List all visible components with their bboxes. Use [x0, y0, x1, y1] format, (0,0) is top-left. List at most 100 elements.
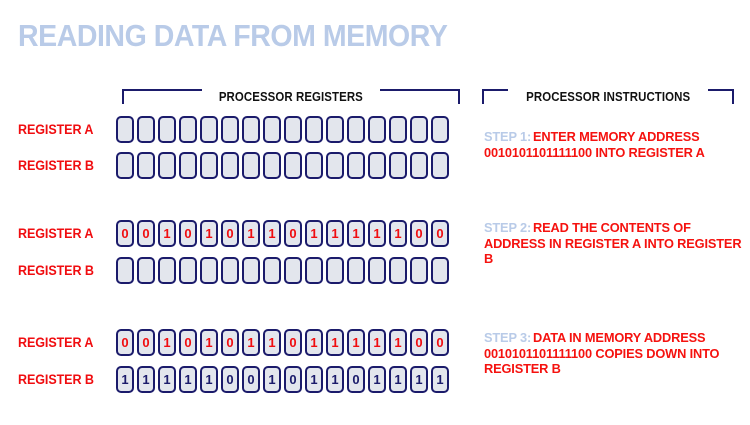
- bit-cell: [179, 115, 197, 143]
- bit-cell: [200, 256, 218, 284]
- bit-cell: 0: [431, 328, 449, 356]
- bit-cell: [305, 115, 323, 143]
- bit-cell: [179, 151, 197, 179]
- bit-cell: [200, 115, 218, 143]
- bit-cell: [284, 115, 302, 143]
- bit-cell: 1: [116, 365, 134, 393]
- bit-cell: [263, 115, 281, 143]
- register-a-label: REGISTER A: [18, 334, 94, 350]
- bracket-line-right: [708, 88, 735, 104]
- bit-cell: [179, 256, 197, 284]
- bit-cell: [410, 115, 428, 143]
- bit-cell: [263, 151, 281, 179]
- bit-cell: 0: [179, 328, 197, 356]
- instruction-step-3: STEP 3:DATA IN MEMORY ADDRESS 0010101101…: [484, 330, 742, 377]
- register-row-step2-b: REGISTER B: [18, 254, 468, 286]
- bit-cell: 1: [431, 365, 449, 393]
- register-a-label: REGISTER A: [18, 225, 94, 241]
- bit-cell: 0: [284, 328, 302, 356]
- bit-cell: 1: [158, 328, 176, 356]
- bit-cell: 1: [263, 219, 281, 247]
- bit-cell: 1: [326, 219, 344, 247]
- instruction-step-1: STEP 1:ENTER MEMORY ADDRESS 001010110111…: [484, 129, 742, 160]
- bit-cell: [368, 115, 386, 143]
- processor-instructions-label: PROCESSOR INSTRUCTIONS: [525, 88, 691, 104]
- bit-cell: [326, 256, 344, 284]
- bit-cell: 1: [347, 328, 365, 356]
- bit-cell: [431, 151, 449, 179]
- page-title: READING DATA FROM MEMORY: [18, 18, 448, 53]
- bit-cell: 1: [305, 365, 323, 393]
- step-tag-3: STEP 3:: [484, 330, 532, 345]
- bit-cell: [431, 256, 449, 284]
- bit-cell: [347, 115, 365, 143]
- bit-cell: 0: [116, 219, 134, 247]
- bit-cell: [326, 115, 344, 143]
- processor-instructions-bracket: PROCESSOR INSTRUCTIONS: [482, 83, 735, 109]
- bit-cell: [242, 115, 260, 143]
- processor-registers-bracket: PROCESSOR REGISTERS: [122, 83, 460, 109]
- bit-cell: [221, 115, 239, 143]
- register-row-step1-b: REGISTER B: [18, 149, 468, 181]
- register-b-label: REGISTER B: [18, 262, 94, 278]
- bit-cell: 1: [305, 328, 323, 356]
- bit-cell: 0: [431, 219, 449, 247]
- step-tag-2: STEP 2:: [484, 220, 532, 235]
- bit-cell: [389, 115, 407, 143]
- bit-cell: [410, 151, 428, 179]
- bit-cell: [431, 115, 449, 143]
- bit-strip-step1-register-a: [116, 115, 468, 143]
- bit-cell: 0: [137, 328, 155, 356]
- bit-cell: 0: [242, 365, 260, 393]
- bit-cell: 0: [347, 365, 365, 393]
- bit-cell: [221, 256, 239, 284]
- bit-cell: [116, 115, 134, 143]
- step-text-2: READ THE CONTENTS OF ADDRESS IN REGISTER…: [484, 220, 742, 266]
- bit-cell: 1: [242, 219, 260, 247]
- bit-cell: 1: [158, 219, 176, 247]
- bit-cell: 1: [368, 365, 386, 393]
- processor-registers-label: PROCESSOR REGISTERS: [218, 88, 364, 104]
- bracket-line-right: [379, 88, 460, 104]
- bit-cell: [158, 256, 176, 284]
- bit-cell: [368, 256, 386, 284]
- step-text-3: DATA IN MEMORY ADDRESS 0010101101111100 …: [484, 330, 720, 376]
- bit-cell: 1: [158, 365, 176, 393]
- bit-cell: [242, 151, 260, 179]
- register-row-step1-a: REGISTER A: [18, 113, 468, 145]
- bit-cell: [284, 256, 302, 284]
- bit-cell: 1: [410, 365, 428, 393]
- bit-cell: 1: [200, 219, 218, 247]
- bit-cell: [389, 256, 407, 284]
- bit-cell: [284, 151, 302, 179]
- bit-cell: [116, 256, 134, 284]
- bit-cell: [368, 151, 386, 179]
- bit-cell: 0: [410, 328, 428, 356]
- bit-cell: 0: [116, 328, 134, 356]
- bit-strip-step1-register-b: [116, 151, 468, 179]
- bit-cell: 1: [347, 219, 365, 247]
- bit-cell: [389, 151, 407, 179]
- register-b-label: REGISTER B: [18, 157, 94, 173]
- bit-cell: [347, 151, 365, 179]
- bit-cell: [200, 151, 218, 179]
- bit-cell: 0: [221, 365, 239, 393]
- bit-cell: 1: [389, 328, 407, 356]
- bit-cell: [263, 256, 281, 284]
- bit-cell: 1: [389, 219, 407, 247]
- bit-cell: [116, 151, 134, 179]
- bit-cell: 1: [263, 328, 281, 356]
- bit-cell: [305, 256, 323, 284]
- bit-cell: 1: [137, 365, 155, 393]
- bit-cell: 1: [368, 328, 386, 356]
- register-a-label: REGISTER A: [18, 121, 94, 137]
- bit-cell: 1: [368, 219, 386, 247]
- bit-cell: 1: [263, 365, 281, 393]
- bit-cell: [305, 151, 323, 179]
